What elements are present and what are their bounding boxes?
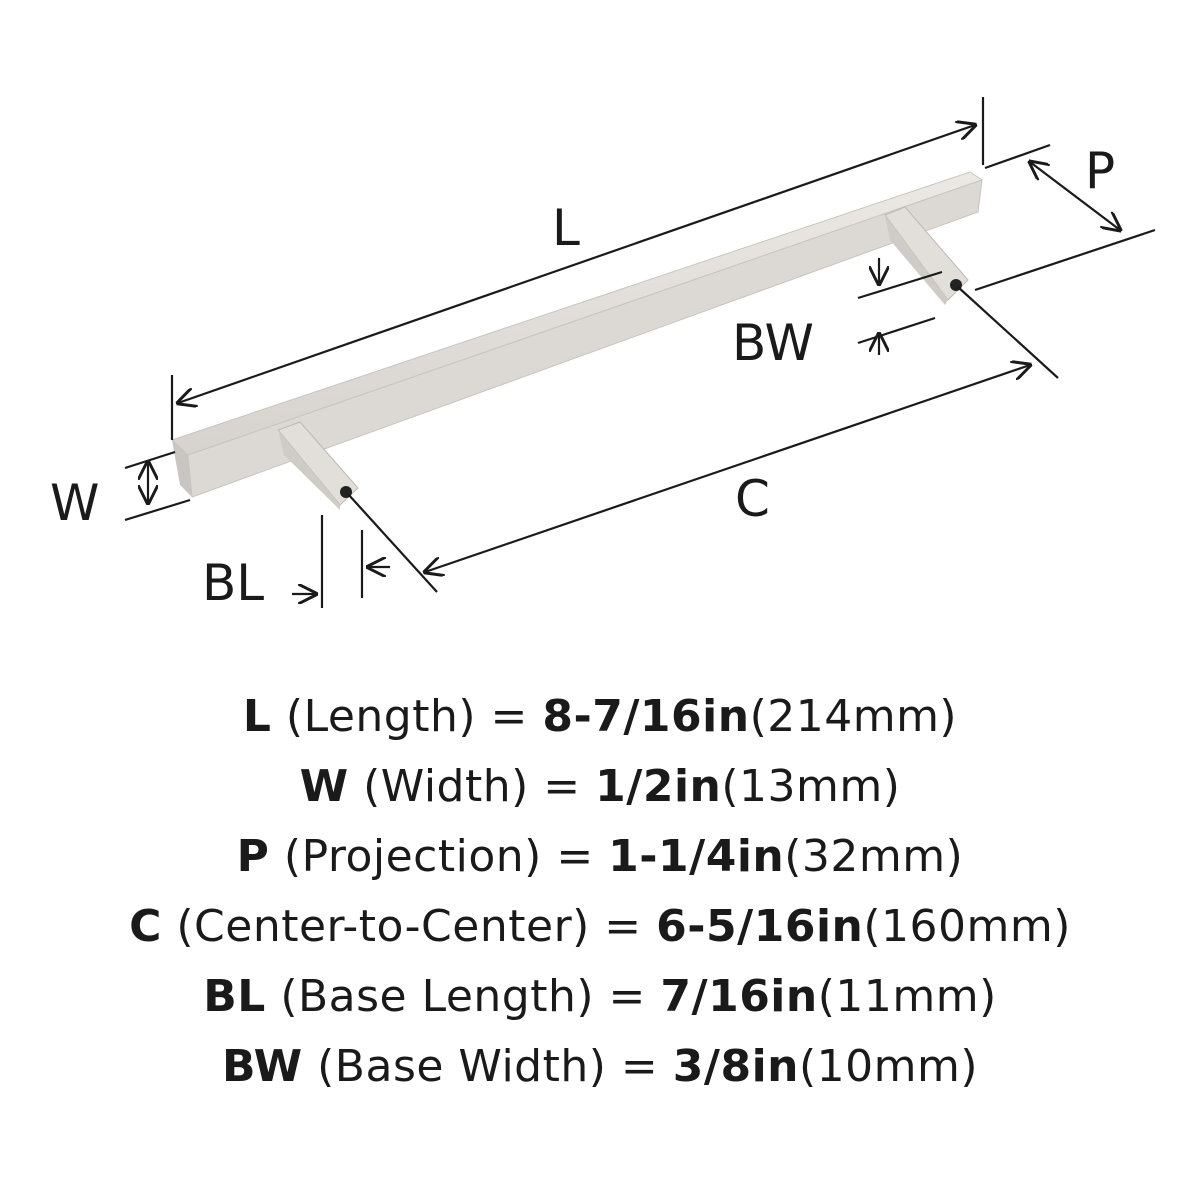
spec-width: W (Width) = 1/2in(13mm): [0, 752, 1200, 822]
spec-abbr: C: [129, 901, 162, 952]
base-width-extension-bottom: [857, 316, 936, 345]
spec-abbr: L: [242, 691, 272, 742]
spec-base-width: BW (Base Width) = 3/8in(10mm): [0, 1032, 1200, 1102]
spec-metric: (214mm): [749, 691, 958, 742]
spec-length: L (Length) = 8-7/16in(214mm): [0, 682, 1200, 752]
label-length: L: [552, 199, 580, 257]
label-center: C: [735, 470, 770, 528]
spec-abbr: BL: [203, 971, 266, 1022]
label-base-width: BW: [732, 314, 814, 372]
spec-name: (Base Length) =: [280, 971, 661, 1022]
spec-imperial: 1/2in: [595, 761, 722, 812]
length-dimension-line: [178, 125, 975, 403]
handle-dimension-diagram: L P BW C W BL: [50, 97, 1156, 612]
spec-name: (Length) =: [285, 691, 543, 742]
width-extension-top: [124, 450, 176, 470]
spec-imperial: 8-7/16in: [542, 691, 750, 742]
spec-name: (Center-to-Center) =: [176, 901, 657, 952]
spec-metric: (10mm): [798, 1041, 979, 1092]
label-base-length: BL: [202, 554, 264, 612]
spec-metric: (160mm): [863, 901, 1071, 952]
projection-extension-top: [984, 143, 1051, 170]
spec-imperial: 7/16in: [660, 971, 818, 1022]
spec-metric: (13mm): [721, 761, 901, 812]
spec-imperial: 1-1/4in: [608, 831, 785, 882]
spec-name: (Projection) =: [283, 831, 609, 882]
spec-projection: P (Projection) = 1-1/4in(32mm): [0, 822, 1200, 892]
spec-base-length: BL (Base Length) = 7/16in(11mm): [0, 962, 1200, 1032]
projection-extension-bottom: [974, 228, 1156, 292]
spec-name: (Width) =: [363, 761, 596, 812]
spec-abbr: W: [299, 761, 349, 812]
spec-name: (Base Width) =: [317, 1041, 673, 1092]
spec-metric: (11mm): [817, 971, 997, 1022]
spec-imperial: 3/8in: [672, 1041, 799, 1092]
spec-imperial: 6-5/16in: [656, 901, 864, 952]
label-projection: P: [1085, 142, 1115, 200]
dimension-specs: L (Length) = 8-7/16in(214mm) W (Width) =…: [0, 682, 1200, 1102]
spec-center-to-center: C (Center-to-Center) = 6-5/16in(160mm): [0, 892, 1200, 962]
center-extension-right: [957, 286, 1059, 379]
center-dimension-line: [425, 365, 1030, 572]
base-width-extension-top: [857, 270, 943, 300]
spec-abbr: P: [236, 831, 270, 882]
label-width: W: [50, 474, 99, 532]
spec-abbr: BW: [221, 1041, 303, 1092]
projection-dimension-line: [1030, 162, 1120, 230]
spec-metric: (32mm): [784, 831, 964, 882]
width-extension-bottom: [124, 498, 191, 522]
